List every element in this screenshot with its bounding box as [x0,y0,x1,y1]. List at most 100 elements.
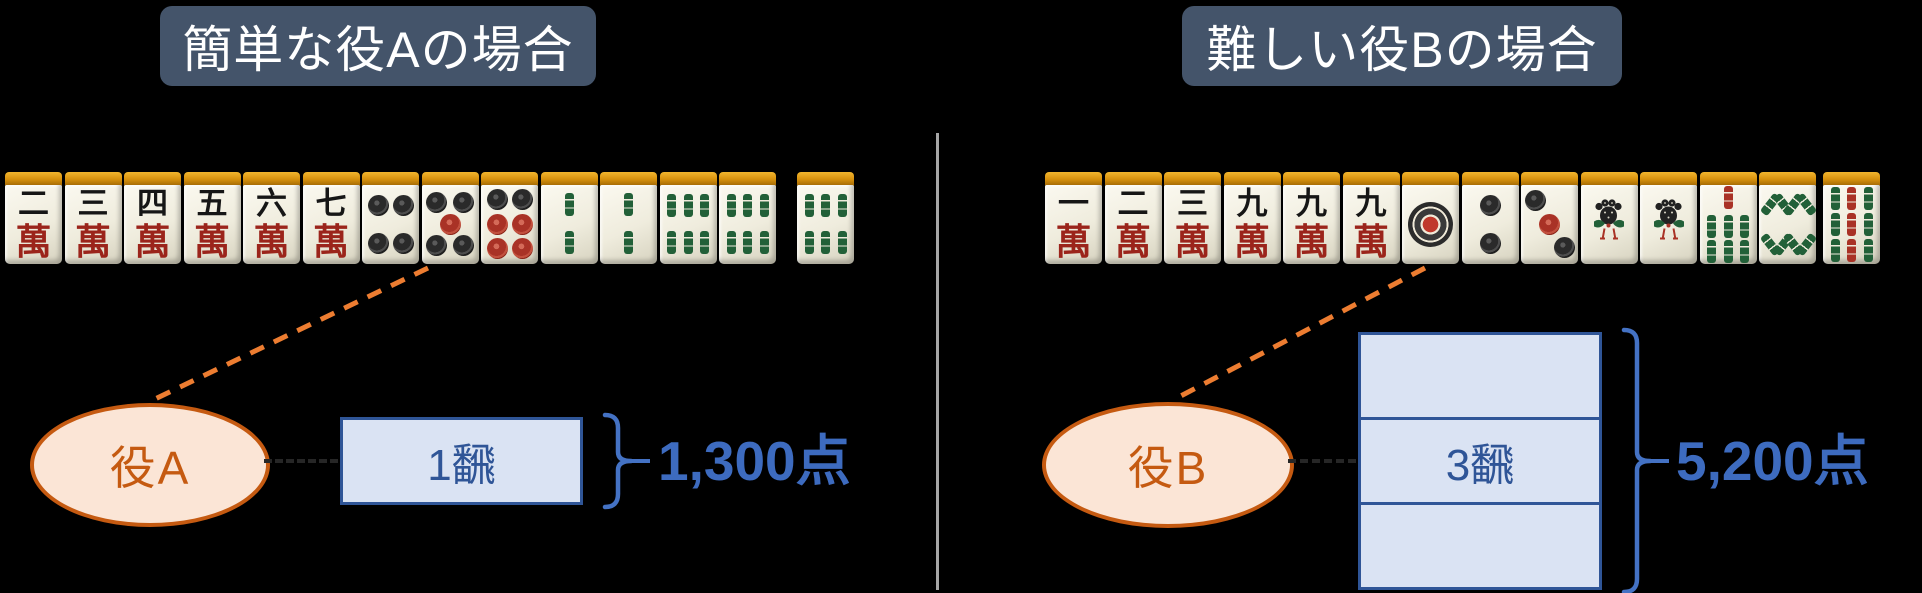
bamboo-stick [1863,238,1873,262]
tile-face: 三萬 [64,185,122,264]
tile-face: 九萬 [1283,185,1340,264]
tile-back-edge [1580,172,1638,186]
bamboo-stick [821,230,830,254]
pin-circle [453,234,474,256]
han-count-label: 1飜 [427,441,496,490]
tile-back-edge [1104,172,1162,186]
tile-face [659,185,717,264]
tile-back-edge [659,172,717,186]
bamboo-stick [804,230,814,254]
man-numeral: 二 [18,186,49,222]
bamboo-stick [564,230,574,254]
panel-a-winning-tile [797,172,854,264]
tile-face: 九萬 [1342,185,1400,264]
sou1-bird [1652,197,1686,252]
mahjong-tile-4p [362,172,419,264]
panel-b-hand-tiles: 一萬二萬三萬九萬九萬九萬 [1045,172,1816,264]
bamboo-stick [1847,186,1856,210]
pin-circle [453,191,474,213]
bamboo-stick [624,230,633,254]
bamboo-stick [759,193,769,217]
bamboo-stick [667,230,676,254]
han-box [1358,332,1602,420]
tile-back-edge [1461,172,1519,186]
bamboo-stick [1847,212,1856,236]
man-numeral: 四 [137,186,168,222]
pin-circle [486,237,508,259]
tile-face: 四萬 [124,185,181,264]
bamboo-stick [1863,212,1873,236]
tile-face [1759,185,1816,264]
tile-face: 九萬 [1223,185,1281,264]
pin-circle [486,188,508,210]
tile-face: 三萬 [1164,185,1221,264]
tile-face [600,185,657,264]
man-numeral: 一 [1058,186,1089,222]
pin-circle [511,188,533,210]
bamboo-stick [743,193,752,217]
mahjong-tile-1p [1402,172,1459,264]
tile-face [1823,185,1880,264]
man-numeral: 六 [256,186,287,222]
bamboo-stick [1847,238,1856,262]
tile-face: 七萬 [302,185,360,264]
panel-a-header-label: 簡単な役Aの場合 [182,22,574,78]
man-suffix: 萬 [1114,221,1151,263]
bamboo-stick [1830,212,1840,236]
sou1-bird [1592,197,1626,252]
bamboo-stick [683,230,693,254]
panel-b-header: 難しい役Bの場合 [1182,6,1622,86]
tile-face [540,185,598,264]
tile-face [797,185,854,264]
panel-a-ellipse-box-connector [264,459,338,463]
tile-back-edge [183,172,241,186]
mahjong-tile-6s [797,172,854,264]
tile-back-edge [243,172,300,186]
man-numeral: 二 [1117,186,1149,222]
pin-circle [439,213,461,235]
panel-a-yaku-label: 役A [109,442,191,494]
bamboo-stick [837,193,847,217]
mahjong-tile-8s [1759,172,1816,264]
han-box [1358,502,1602,590]
tile-back-edge [302,172,360,186]
man-numeral: 五 [196,186,228,222]
pin-circle [426,191,447,213]
tile-face [1580,185,1638,264]
mahjong-tile-9s [1823,172,1880,264]
tile-face [481,185,538,264]
tile-face: 二萬 [1104,185,1162,264]
man-suffix: 萬 [74,221,111,263]
mahjong-tile-1s [1580,172,1638,264]
pin-circle [392,232,414,254]
mahjong-tile-3m: 三萬 [64,172,122,264]
mahjong-tile-1s [1640,172,1697,264]
tile-face: 一萬 [1045,185,1102,264]
man-suffix: 萬 [15,221,52,263]
mahjong-tile-3p [1521,172,1578,264]
tile-face [362,185,419,264]
tile-back-edge [1342,172,1400,186]
panel-b-yaku-label: 役B [1127,442,1209,494]
tile-back-edge [5,172,62,186]
pin-circle [1479,194,1501,216]
man-suffix: 萬 [1293,221,1330,263]
bamboo-stick [1707,239,1716,263]
tile-back-edge [362,172,419,186]
panel-a-score: 1,300点 [658,430,851,492]
panel-b-header-label: 難しい役Bの場合 [1206,22,1598,78]
tile-back-edge [1223,172,1281,186]
tile-back-edge [797,172,854,186]
tile-face [1402,185,1459,264]
tile-back-edge [1699,172,1757,186]
man-suffix: 萬 [1233,221,1270,263]
pin-circle [392,194,414,216]
bamboo-stick [683,193,693,217]
tile-back-edge [1823,172,1880,186]
tile-back-edge [124,172,181,186]
man-numeral: 三 [1177,186,1208,222]
panel-a-brace [602,412,634,510]
han-count-label: 3飜 [1445,441,1515,490]
